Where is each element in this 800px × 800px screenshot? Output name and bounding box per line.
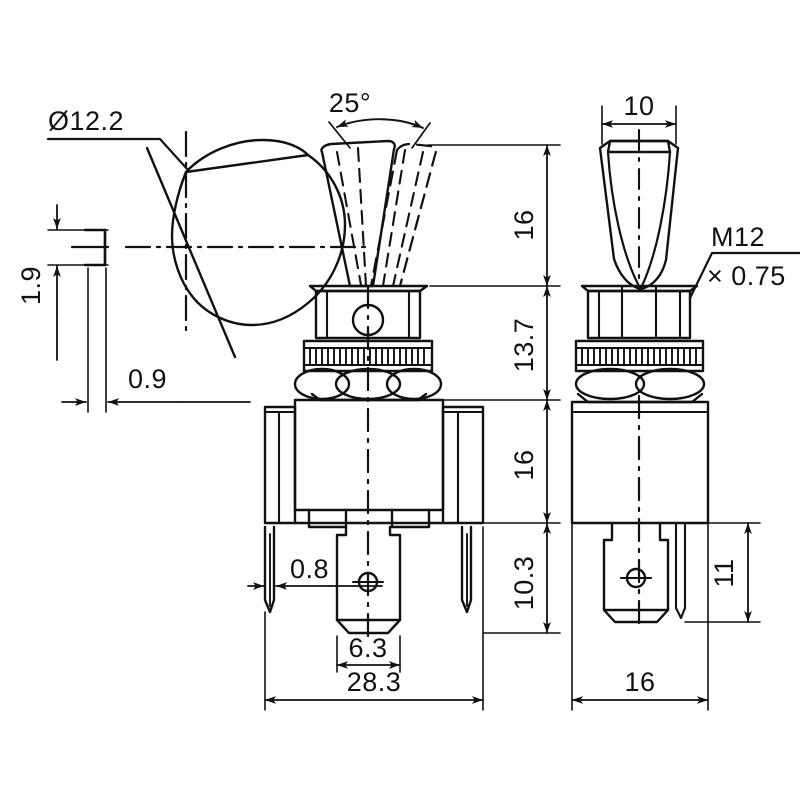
label-lever-width: 10	[623, 91, 654, 121]
side-view-group	[570, 105, 800, 711]
lock-washer-lobe-left	[293, 367, 351, 401]
label-thread-spec-line2: × 0.75	[707, 261, 786, 291]
cam-circle-outline	[184, 138, 310, 174]
dimension-labels: Ø12.2 1.9 0.9 25° 16 13.7 16 10.3 0.8 6.…	[16, 88, 786, 697]
label-bushing-height: 16	[509, 209, 539, 240]
side-washer-lobe-right	[634, 367, 706, 401]
bushing-left-edge	[308, 284, 318, 293]
toggle-lever-solid	[320, 139, 396, 288]
side-terminal-outline	[602, 521, 670, 612]
right-pin-terminal	[460, 525, 473, 614]
toggle-lever-solid-inner-2	[356, 146, 368, 288]
side-body-outline	[570, 400, 710, 525]
side-bushing-left-edge	[580, 284, 590, 293]
label-body-height: 16	[509, 449, 539, 480]
label-terminal-width: 6.3	[348, 633, 387, 663]
label-overall-width: 28.3	[347, 667, 402, 697]
label-diameter: Ø12.2	[48, 106, 124, 136]
knurl-lines	[309, 347, 425, 366]
side-terminal-tab-right	[674, 521, 687, 620]
label-tab-width: 0.9	[128, 364, 167, 394]
side-terminal-chamfer	[602, 608, 670, 624]
side-bushing-outline	[586, 289, 692, 340]
top-view-group	[46, 130, 367, 413]
cam-circle-outline-right	[170, 153, 347, 327]
toggle-lever-solid-inner-1	[335, 150, 363, 287]
toggle-lever-phantom-inner-1	[381, 148, 407, 288]
toggle-lever-phantom	[395, 142, 437, 288]
knurled-nut-outline	[302, 339, 434, 373]
front-view-group	[247, 118, 561, 711]
side-washer-lobe-left	[574, 367, 646, 401]
base-notch-left	[307, 508, 348, 529]
bushing-right-edge	[418, 284, 429, 293]
toggle-lever-phantom-inner-2	[391, 150, 425, 288]
left-pin-terminal	[263, 525, 276, 614]
side-lever-inner-right	[639, 150, 672, 290]
toggle-lever-phantom-left	[369, 148, 399, 288]
label-side-terminal-height: 11	[709, 558, 739, 587]
thread-leader-line	[688, 251, 800, 300]
lock-washer-lobe-right	[385, 367, 443, 401]
diameter-leader-line	[46, 137, 190, 172]
label-terminal-thickness: 0.8	[290, 554, 329, 584]
side-knurled-nut	[574, 339, 705, 373]
angle-arc	[336, 118, 424, 129]
label-terminal-height: 10.3	[509, 556, 539, 611]
cam-chord-line	[145, 146, 237, 359]
body-right-flange	[441, 405, 485, 525]
angle-ext-right	[411, 122, 431, 149]
side-knurl-lines	[581, 347, 697, 366]
side-lever-outline	[598, 139, 680, 291]
label-tab-height: 1.9	[16, 266, 46, 305]
label-thread-spec-line1: M12	[711, 222, 765, 252]
label-toggle-angle: 25°	[329, 88, 371, 118]
base-notch-right	[390, 508, 431, 529]
label-side-depth: 16	[624, 667, 655, 697]
label-body-top-height: 13.7	[509, 318, 539, 373]
angle-ext-left	[328, 121, 351, 149]
side-lever-inner-left	[606, 150, 642, 290]
